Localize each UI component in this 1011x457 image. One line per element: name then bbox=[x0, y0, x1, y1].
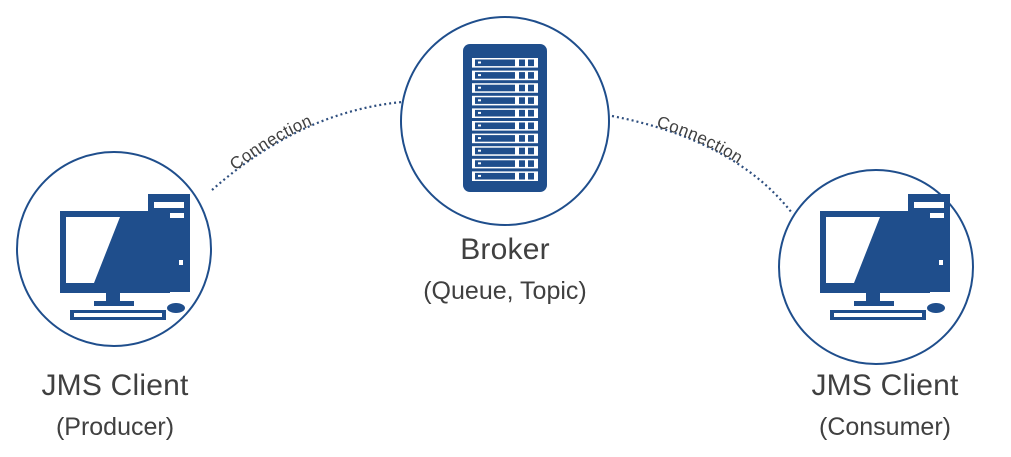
desktop-computer-icon bbox=[820, 194, 950, 320]
desktop-computer-icon bbox=[60, 194, 190, 320]
consumer-subtitle: (Consumer) bbox=[819, 413, 951, 441]
connection-label-right: Connection bbox=[655, 112, 747, 167]
producer-subtitle: (Producer) bbox=[55, 413, 175, 441]
broker-node bbox=[400, 16, 610, 226]
connection-line-broker-consumer bbox=[611, 114, 793, 214]
broker-subtitle: (Queue, Topic) bbox=[423, 277, 587, 305]
producer-title: JMS Client bbox=[41, 369, 189, 402]
consumer-title: JMS Client bbox=[811, 369, 959, 402]
connection-label-left: Connection bbox=[226, 111, 315, 174]
broker-title: Broker bbox=[460, 233, 550, 266]
consumer-node bbox=[778, 169, 974, 365]
connection-line-producer-broker bbox=[211, 100, 403, 191]
server-rack-icon bbox=[463, 44, 547, 192]
producer-node bbox=[16, 151, 212, 347]
